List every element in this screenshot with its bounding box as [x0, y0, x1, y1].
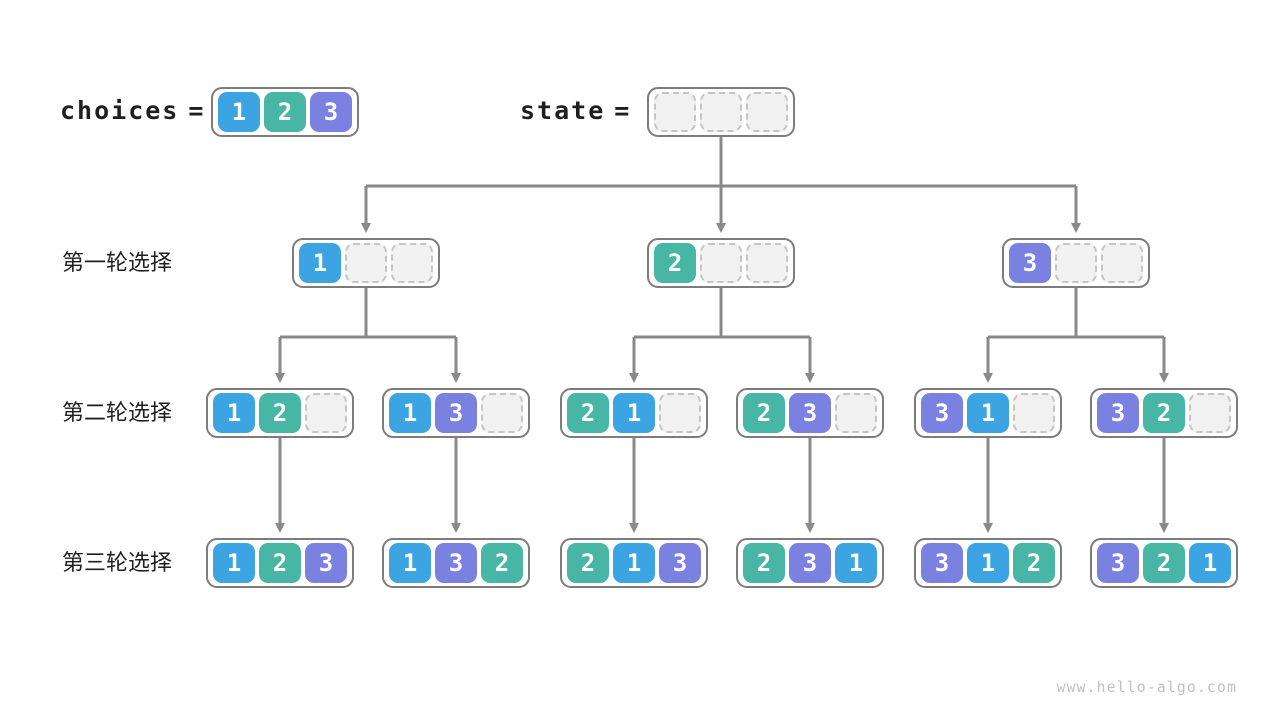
empty-cell — [391, 243, 433, 283]
empty-cell — [746, 92, 788, 132]
cell-1: 1 — [389, 393, 431, 433]
cell-2: 2 — [1143, 543, 1185, 583]
watermark: www.hello-algo.com — [1056, 678, 1237, 696]
cell-2: 2 — [1143, 393, 1185, 433]
cell-2: 2 — [259, 393, 301, 433]
choices-label: choices — [60, 96, 180, 125]
cell-2: 2 — [743, 393, 785, 433]
empty-cell — [659, 393, 701, 433]
cell-3: 3 — [789, 543, 831, 583]
cell-2: 2 — [481, 543, 523, 583]
cell-1: 1 — [299, 243, 341, 283]
state-node-r1-3: 3 — [1002, 238, 1150, 288]
cell-1: 1 — [389, 543, 431, 583]
state-array-box — [647, 87, 795, 137]
choices-expression: choices = — [60, 96, 205, 125]
empty-cell — [345, 243, 387, 283]
empty-cell — [1189, 393, 1231, 433]
cell-2: 2 — [264, 92, 306, 132]
cell-2: 2 — [743, 543, 785, 583]
empty-cell — [654, 92, 696, 132]
cell-1: 1 — [613, 543, 655, 583]
cell-1: 1 — [613, 393, 655, 433]
cell-3: 3 — [789, 393, 831, 433]
cell-2: 2 — [567, 393, 609, 433]
state-node-r1-2: 2 — [647, 238, 795, 288]
cell-3: 3 — [435, 543, 477, 583]
empty-cell — [1101, 243, 1143, 283]
cell-1: 1 — [218, 92, 260, 132]
empty-cell — [835, 393, 877, 433]
row-label-round-2: 第二轮选择 — [62, 400, 173, 425]
state-node-r1-1: 1 — [292, 238, 440, 288]
cell-1: 1 — [213, 543, 255, 583]
cell-3: 3 — [310, 92, 352, 132]
state-expression: state = — [520, 96, 631, 125]
cell-2: 2 — [654, 243, 696, 283]
empty-cell — [700, 243, 742, 283]
cell-3: 3 — [921, 543, 963, 583]
equals-sign: = — [614, 96, 632, 125]
cell-3: 3 — [921, 393, 963, 433]
cell-1: 1 — [213, 393, 255, 433]
equals-sign: = — [188, 96, 206, 125]
cell-3: 3 — [435, 393, 477, 433]
cell-3: 3 — [305, 543, 347, 583]
cell-3: 3 — [1097, 543, 1139, 583]
cell-2: 2 — [567, 543, 609, 583]
cell-3: 3 — [1097, 393, 1139, 433]
cell-1: 1 — [967, 393, 1009, 433]
cell-1: 1 — [967, 543, 1009, 583]
empty-cell — [481, 393, 523, 433]
empty-cell — [1013, 393, 1055, 433]
cell-1: 1 — [835, 543, 877, 583]
row-label-round-1: 第一轮选择 — [62, 250, 173, 275]
cell-1: 1 — [1189, 543, 1231, 583]
cell-3: 3 — [1009, 243, 1051, 283]
cell-3: 3 — [659, 543, 701, 583]
row-label-round-3: 第三轮选择 — [62, 550, 173, 575]
empty-cell — [305, 393, 347, 433]
empty-cell — [1055, 243, 1097, 283]
empty-cell — [746, 243, 788, 283]
cell-2: 2 — [1013, 543, 1055, 583]
cell-2: 2 — [259, 543, 301, 583]
empty-cell — [700, 92, 742, 132]
state-label: state — [520, 96, 606, 125]
